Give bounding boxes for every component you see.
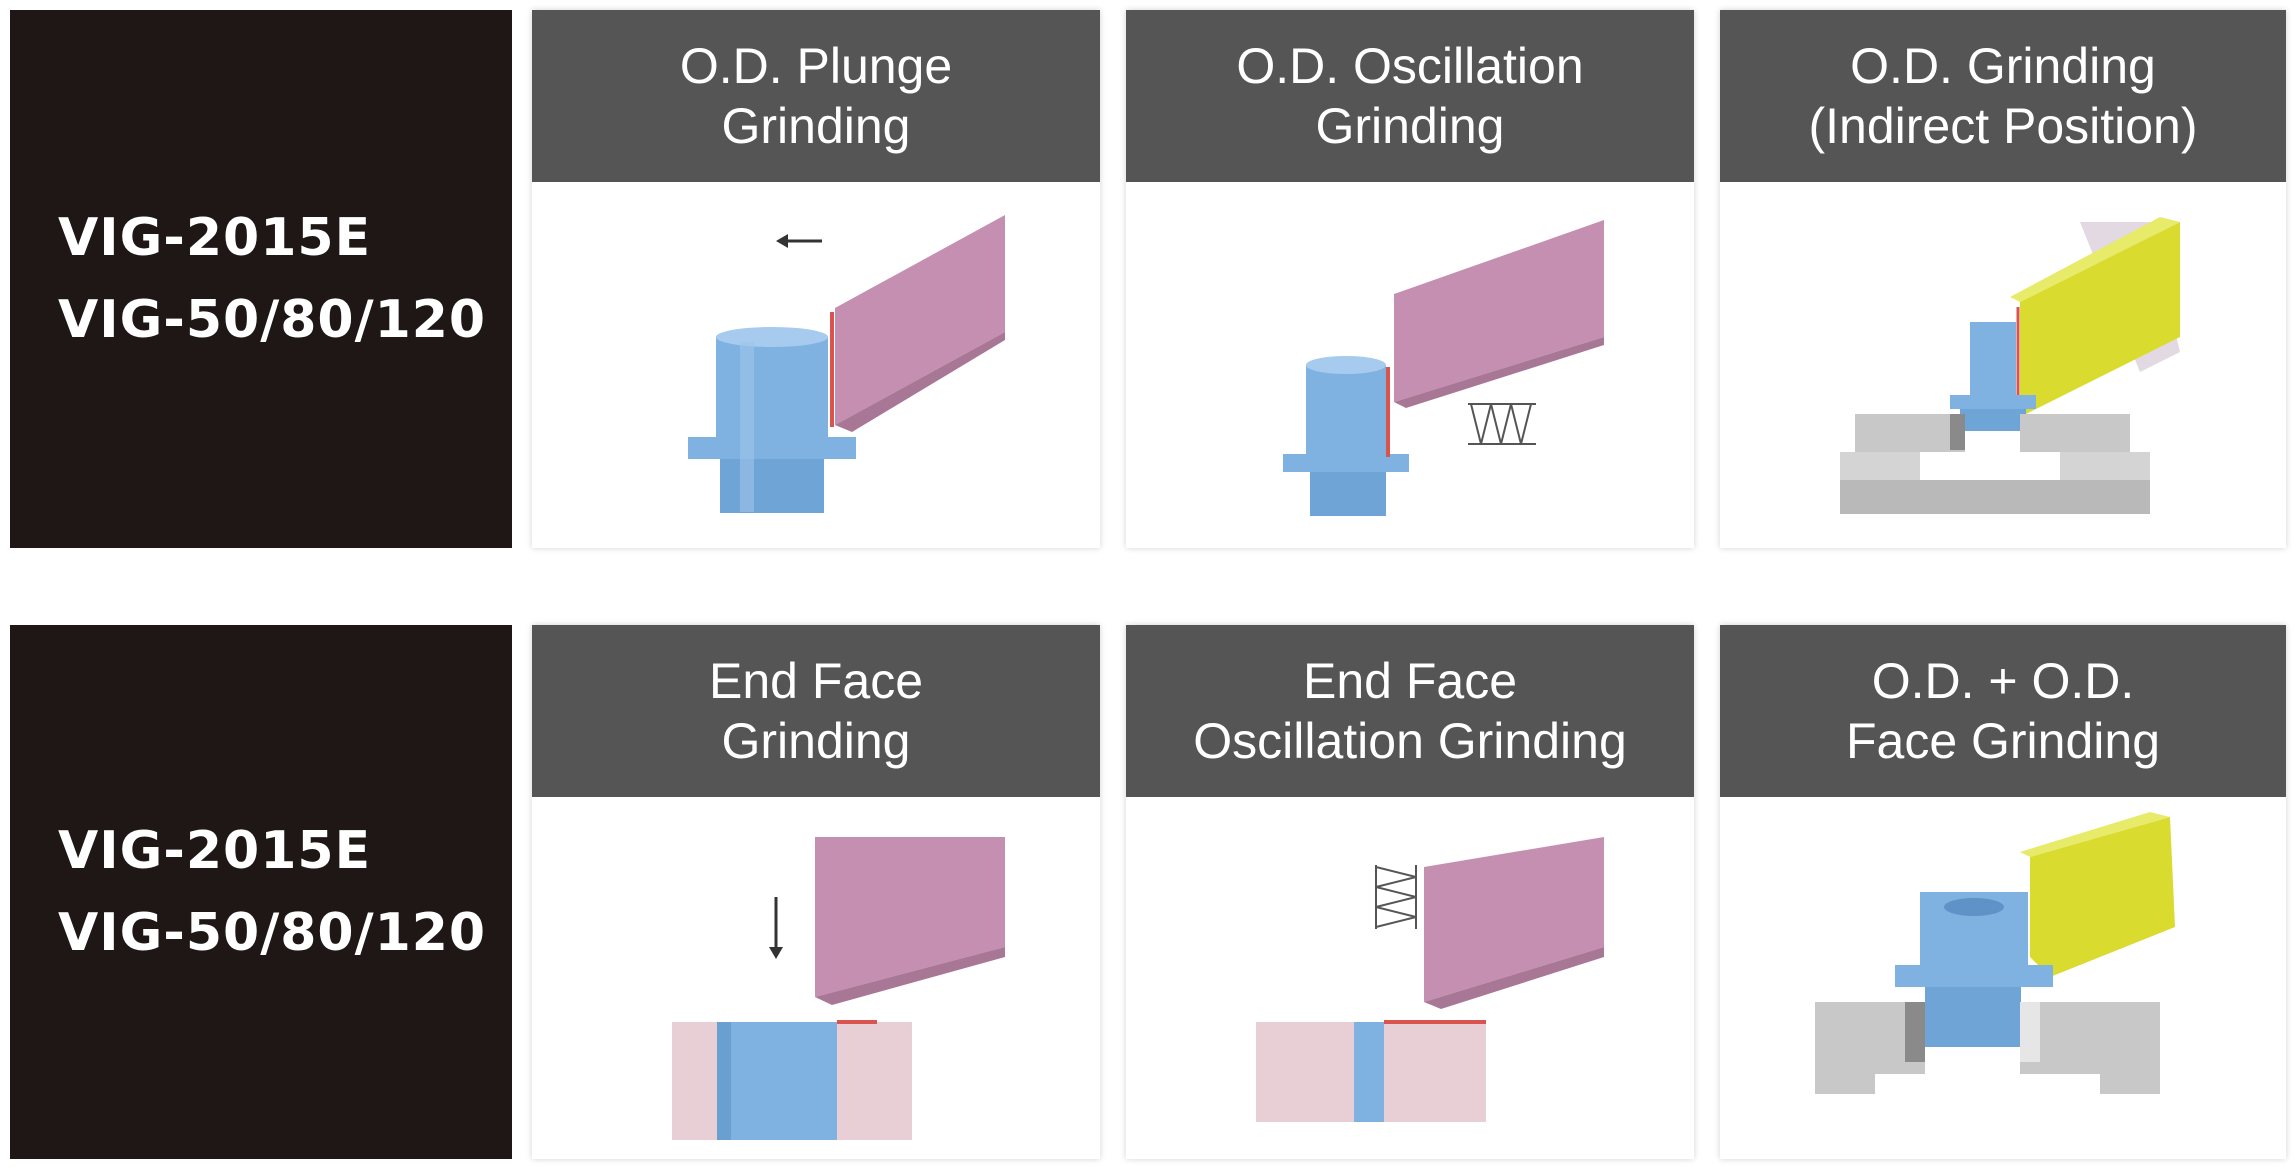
process-title: O.D. Grinding (Indirect Position) xyxy=(1720,10,2286,182)
grinding-wheel xyxy=(815,837,1005,1005)
process-title: End Face Oscillation Grinding xyxy=(1126,625,1694,797)
model-name: VIG-2015E xyxy=(58,821,372,881)
process-title: O.D. + O.D. Face Grinding xyxy=(1720,625,2286,797)
od-face-grinding-diagram xyxy=(1815,812,2175,1094)
end-face-oscillation-grinding-diagram xyxy=(1256,837,1604,1122)
process-card-od-face: O.D. + O.D. Face Grinding xyxy=(1720,625,2286,1159)
fixture xyxy=(1815,1002,2160,1094)
model-name: VIG-50/80/120 xyxy=(58,290,487,350)
process-card-od-oscillation: O.D. Oscillation Grinding xyxy=(1126,10,1694,548)
model-name: VIG-50/80/120 xyxy=(58,903,487,963)
od-grinding-indirect-position-diagram xyxy=(1840,217,2180,514)
workpiece xyxy=(688,327,856,513)
process-title: End Face Grinding xyxy=(532,625,1100,797)
process-title: O.D. Oscillation Grinding xyxy=(1126,10,1694,182)
process-title: O.D. Plunge Grinding xyxy=(532,10,1100,182)
model-label-row-2: VIG-2015E VIG-50/80/120 xyxy=(10,625,512,1159)
model-name: VIG-2015E xyxy=(58,208,372,268)
workpiece xyxy=(672,1020,912,1140)
fixture xyxy=(1840,414,2150,514)
od-plunge-grinding-diagram xyxy=(688,215,1005,513)
process-card-od-plunge: O.D. Plunge Grinding xyxy=(532,10,1100,548)
od-oscillation-grinding-diagram xyxy=(1283,220,1604,516)
process-card-end-face-oscillation: End Face Oscillation Grinding xyxy=(1126,625,1694,1159)
workpiece xyxy=(1895,892,2053,1047)
process-card-od-indirect: O.D. Grinding (Indirect Position) xyxy=(1720,10,2286,548)
oscillation-zigzag-icon xyxy=(1375,865,1417,929)
grinding-wheel xyxy=(830,215,1005,432)
end-face-grinding-diagram xyxy=(672,837,1005,1140)
workpiece xyxy=(1950,322,2036,431)
arrow-left-icon xyxy=(776,234,822,248)
process-card-end-face: End Face Grinding xyxy=(532,625,1100,1159)
workpiece xyxy=(1283,356,1409,516)
grinding-wheel xyxy=(1424,837,1604,1009)
grinding-wheel xyxy=(1394,220,1604,408)
arrow-down-icon xyxy=(769,897,783,959)
workpiece xyxy=(1256,1020,1486,1122)
model-label-row-1: VIG-2015E VIG-50/80/120 xyxy=(10,10,512,548)
oscillation-zigzag-icon xyxy=(1468,403,1536,445)
grinding-wheel xyxy=(2020,812,2175,977)
